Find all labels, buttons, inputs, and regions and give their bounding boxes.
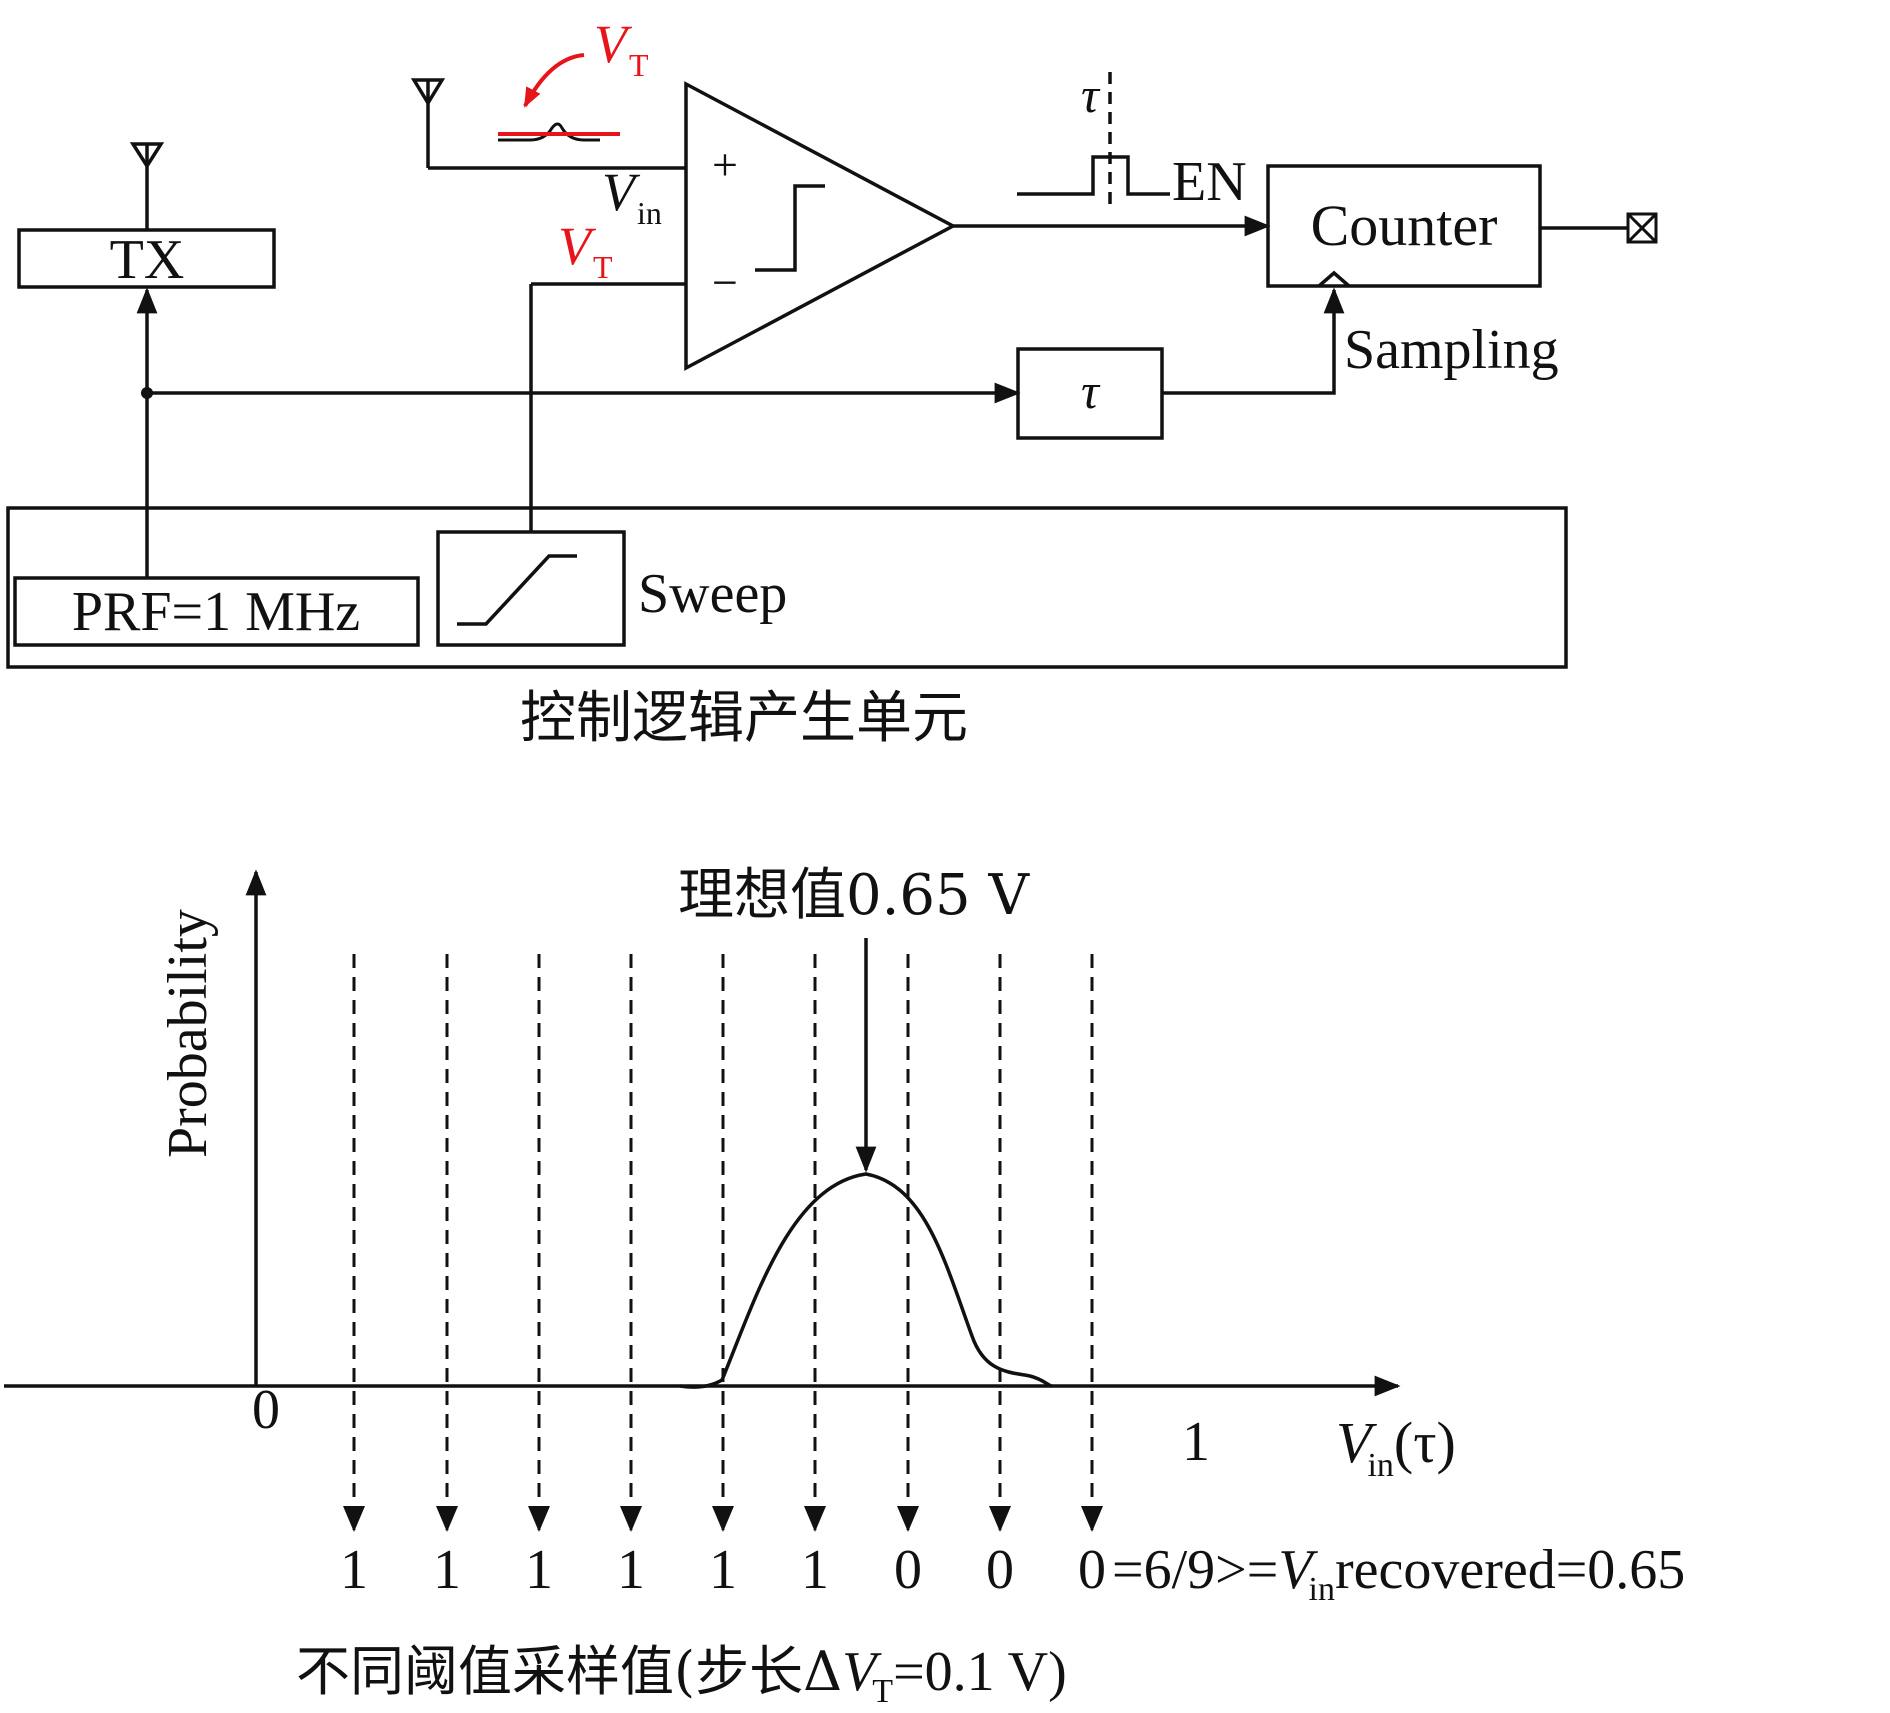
sweep-block: [436, 530, 626, 647]
vt-label: VT: [558, 216, 613, 285]
sample-values: 1 1 1 1 1 1 0 0 0: [340, 1539, 1106, 1601]
vt-label-v: V: [558, 216, 597, 276]
plus-sign: +: [712, 139, 738, 190]
tx-label: TX: [110, 229, 185, 291]
y-axis-label: Probability: [157, 909, 219, 1158]
result-prefix: =6/9>=: [1112, 1539, 1278, 1601]
x-axis-label-v: V: [1336, 1410, 1378, 1475]
sample-value: 1: [433, 1539, 461, 1601]
threshold-arrowhead: [528, 1506, 550, 1532]
sample-value: 1: [525, 1539, 553, 1601]
x-axis-label-sub: in: [1367, 1447, 1393, 1484]
origin-label: 0: [252, 1379, 280, 1441]
tau-block-label: τ: [1081, 363, 1101, 419]
vt-top-label-v: V: [594, 14, 633, 74]
counter-label: Counter: [1311, 193, 1498, 258]
probability-curve: [679, 1172, 1053, 1389]
x-one-label: 1: [1182, 1411, 1210, 1473]
en-pulse-waveform: [1017, 155, 1170, 196]
sample-value: 0: [986, 1539, 1014, 1601]
counter-block: [1266, 164, 1542, 288]
threshold-annotation: [498, 53, 620, 142]
tau-pulse-label: τ: [1081, 67, 1101, 123]
sampling-wire: [1162, 287, 1345, 395]
x-axis-label: Vin(τ): [1336, 1410, 1456, 1484]
threshold-arrowhead: [436, 1506, 458, 1532]
control-unit-frame: [6, 506, 1568, 669]
caption-main: 不同阈值采样值(步长Δ: [296, 1640, 842, 1703]
threshold-arrowhead: [897, 1506, 919, 1532]
minus-sign: −: [712, 257, 738, 308]
threshold-lines: [343, 954, 1103, 1532]
threshold-arrowhead: [343, 1506, 365, 1532]
ideal-annotation: 理想值0.65 V: [678, 863, 1030, 928]
sample-value: 1: [617, 1539, 645, 1601]
x-axis-label-tail: (τ): [1394, 1410, 1456, 1475]
sample-value: 0: [894, 1539, 922, 1601]
result-sub: in: [1309, 1571, 1335, 1608]
vin-label-sub: in: [637, 195, 662, 231]
caption-tail: =0.1 V): [893, 1641, 1067, 1703]
clock-input-icon: [1317, 270, 1351, 288]
threshold-arrowhead: [712, 1506, 734, 1532]
sampling-label: Sampling: [1344, 319, 1559, 381]
sample-value: 1: [340, 1539, 368, 1601]
result-text: =6/9>=Vinrecovered=0.65: [1112, 1539, 1685, 1608]
vin-label: Vin: [602, 162, 662, 231]
prf-label: PRF=1 MHz: [72, 581, 360, 643]
ramp-icon: [457, 554, 577, 626]
comparator-step-icon: [755, 184, 825, 272]
caption-sub: T: [872, 1673, 893, 1710]
threshold-arrowhead: [1081, 1506, 1103, 1532]
output-terminal-icon: [1626, 212, 1658, 244]
tx-antenna-icon: [129, 142, 165, 230]
caption-v: V: [842, 1641, 882, 1703]
threshold-arrowhead: [989, 1506, 1011, 1532]
control-unit-label: 控制逻辑产生单元: [520, 686, 968, 751]
threshold-arrowhead: [620, 1506, 642, 1532]
comparator-triangle: [684, 81, 957, 371]
sample-value: 0: [1078, 1539, 1106, 1601]
vin-label-v: V: [602, 162, 641, 222]
prf-block: [13, 576, 420, 647]
vt-top-label: VT: [594, 14, 649, 83]
vt-label-sub: T: [593, 249, 613, 285]
result-v: V: [1278, 1539, 1318, 1601]
vt-top-label-sub: T: [629, 47, 649, 83]
sweep-label: Sweep: [638, 563, 787, 625]
caption: 不同阈值采样值(步长ΔVT=0.1 V): [296, 1640, 1067, 1710]
rx-antenna-icon: [410, 78, 446, 168]
junction-dot: [141, 387, 153, 399]
en-label: EN: [1172, 151, 1247, 213]
threshold-arrowhead: [804, 1506, 826, 1532]
sample-value: 1: [709, 1539, 737, 1601]
sample-value: 1: [801, 1539, 829, 1601]
result-tail: recovered=0.65: [1335, 1539, 1685, 1601]
